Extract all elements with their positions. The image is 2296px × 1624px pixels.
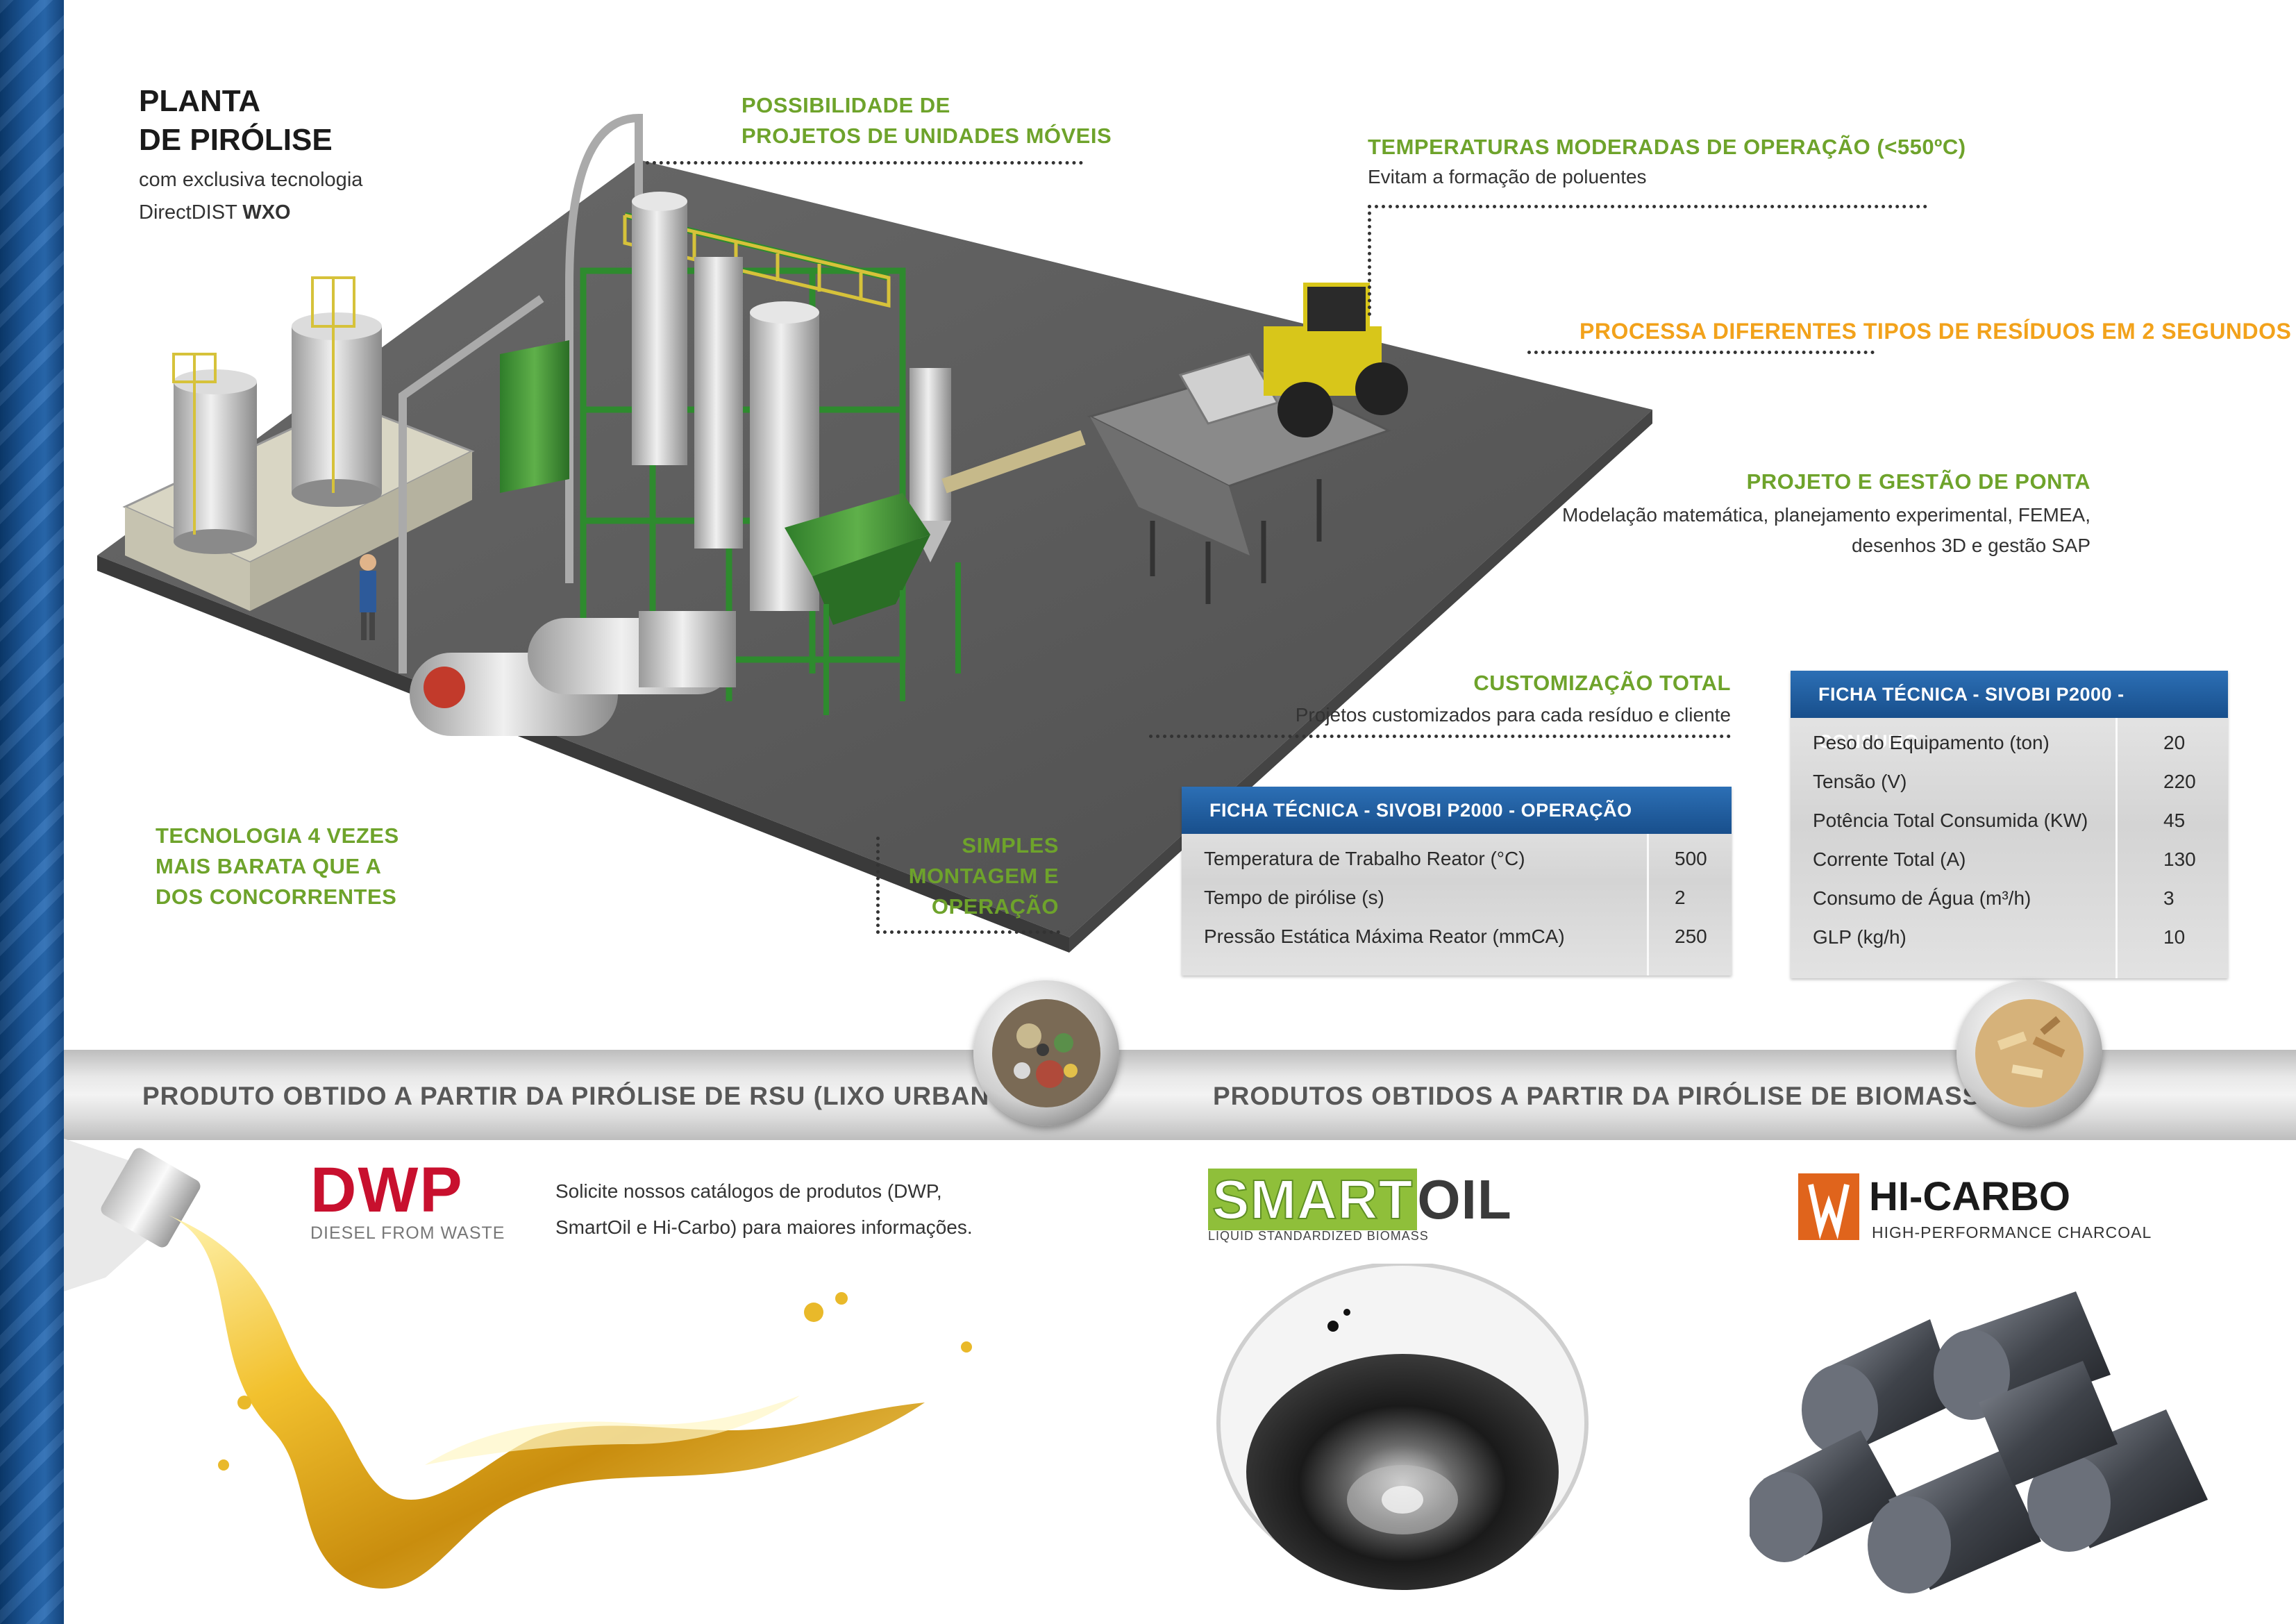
spec-table-consumption-title: FICHA TÉCNICA - SIVOBI P2000 - CONSUMO — [1791, 671, 2228, 752]
row-value: 10 — [2163, 926, 2186, 948]
leader-mobile-units — [646, 161, 1083, 165]
table-row: Consumo de Água (m³/h) 3 — [1791, 880, 2228, 919]
spec-table-consumption: FICHA TÉCNICA - SIVOBI P2000 - CONSUMO P… — [1791, 671, 2228, 978]
table-row: Corrente Total (A) 130 — [1791, 842, 2228, 880]
callout-mobile-units: POSSIBILIDADE DE PROJETOS DE UNIDADES MÓ… — [741, 90, 1112, 151]
row-label: Potência Total Consumida (KW) — [1813, 810, 2088, 831]
callout-simple-line-3: OPERAÇÃO — [931, 894, 1059, 919]
callout-temperature-sub: Evitam a formação de poluentes — [1368, 166, 1647, 187]
callout-mobile-line-2: PROJETOS DE UNIDADES MÓVEIS — [741, 124, 1112, 148]
title-line-2: DE PIRÓLISE — [139, 123, 333, 157]
subtitle-brand-bold: WXO — [242, 201, 291, 224]
row-label: GLP (kg/h) — [1813, 926, 1907, 948]
callout-project-sub-2: desenhos 3D e gestão SAP — [1851, 535, 2090, 556]
row-value: 20 — [2163, 732, 2186, 753]
row-label: Peso do Equipamento (ton) — [1813, 732, 2050, 753]
band-title-biomass: PRODUTOS OBTIDOS A PARTIR DA PIRÓLISE DE… — [1213, 1082, 2000, 1110]
catalog-note: Solicite nossos catálogos de produtos (D… — [555, 1173, 973, 1246]
band-title-rsu: PRODUTO OBTIDO A PARTIR DA PIRÓLISE DE R… — [142, 1082, 1020, 1110]
wood-chips-lens — [1956, 980, 2102, 1126]
smartoil-logo-text: SMARTOIL — [1208, 1169, 1512, 1230]
spec-table-operation-title: FICHA TÉCNICA - SIVOBI P2000 - OPERAÇÃO — [1182, 787, 1732, 834]
subtitle-line-2: DirectDIST WXO — [139, 197, 362, 228]
leader-temperature-vertical — [1368, 205, 1371, 316]
table-row: Temperatura de Trabalho Reator (°C) 500 — [1182, 841, 1732, 880]
hicarbo-mark-icon — [1798, 1173, 1859, 1240]
hicarbo-logo-text: HI-CARBO — [1869, 1174, 2070, 1219]
leader-temperature — [1368, 205, 1927, 208]
spec-table-operation: FICHA TÉCNICA - SIVOBI P2000 - OPERAÇÃO … — [1182, 787, 1732, 976]
table-row: Potência Total Consumida (KW) 45 — [1791, 803, 2228, 842]
hicarbo-tagline: HIGH-PERFORMANCE CHARCOAL — [1872, 1223, 2152, 1241]
callout-custom-title: CUSTOMIZAÇÃO TOTAL — [1473, 671, 1731, 695]
product-band — [64, 1050, 2296, 1140]
dwp-tagline: DIESEL FROM WASTE — [310, 1223, 505, 1243]
callout-simple-line-1: SIMPLES — [962, 833, 1059, 857]
callout-custom-sub: Projetos customizados para cada resíduo … — [1295, 704, 1731, 726]
row-label: Tensão (V) — [1813, 771, 1907, 792]
oil-splash-illustration — [64, 1139, 972, 1589]
urban-waste-lens — [973, 980, 1119, 1126]
leader-customization — [1149, 735, 1731, 738]
table-row: Pressão Estática Máxima Reator (mmCA) 25… — [1182, 919, 1732, 957]
callout-simple: SIMPLES MONTAGEM E OPERAÇÃO — [909, 830, 1059, 922]
callout-cost-line-3: DOS CONCORRENTES — [156, 885, 397, 909]
subtitle-brand: DirectDIST — [139, 201, 237, 224]
side-decorative-band — [0, 0, 64, 1624]
callout-waste-processing: PROCESSA DIFERENTES TIPOS DE RESÍDUOS EM… — [1579, 319, 2292, 344]
row-value: 2 — [1675, 887, 1686, 908]
row-value: 45 — [2163, 810, 2186, 831]
row-value: 500 — [1675, 848, 1707, 869]
row-label: Consumo de Água (m³/h) — [1813, 887, 2031, 909]
spec-table-consumption-divider — [2115, 718, 2118, 978]
row-label: Tempo de pirólise (s) — [1204, 887, 1384, 908]
dwp-logo: DWP DIESEL FROM WASTE — [310, 1155, 505, 1244]
callout-simple-line-2: MONTAGEM E — [908, 864, 1059, 888]
smartoil-logo-oil: OIL — [1417, 1169, 1512, 1230]
smartoil-logo: SMARTOIL LIQUID STANDARDIZED BIOMASS — [1208, 1169, 1512, 1244]
title-line-1: PLANTA — [139, 84, 261, 118]
row-label: Pressão Estática Máxima Reator (mmCA) — [1204, 926, 1565, 947]
catalog-line-1: Solicite nossos catálogos de produtos (D… — [555, 1180, 942, 1202]
leader-simple — [876, 930, 1060, 934]
spec-table-operation-divider — [1647, 834, 1649, 976]
bio-oil-beaker-illustration — [1216, 1264, 1589, 1590]
smartoil-logo-smart: SMART — [1208, 1169, 1418, 1230]
table-row: Tempo de pirólise (s) 2 — [1182, 880, 1732, 919]
callout-project-sub-1: Modelação matemática, planejamento exper… — [1561, 504, 2090, 526]
leader-simple-vertical — [876, 837, 880, 934]
row-label: Corrente Total (A) — [1813, 848, 1966, 870]
dwp-logo-text: DWP — [310, 1155, 464, 1225]
callout-cost-line-2: MAIS BARATA QUE A — [156, 854, 382, 878]
wheel-loader-illustration — [1178, 283, 1408, 437]
callout-project-title: PROJETO E GESTÃO DE PONTA — [1746, 469, 2090, 494]
row-label: Temperatura de Trabalho Reator (°C) — [1204, 848, 1525, 869]
page-title: PLANTA DE PIRÓLISE com exclusiva tecnolo… — [139, 82, 362, 228]
smartoil-tagline: LIQUID STANDARDIZED BIOMASS — [1208, 1229, 1429, 1243]
callout-temperature-title: TEMPERATURAS MODERADAS DE OPERAÇÃO (<550… — [1368, 135, 1966, 159]
subtitle-line-1: com exclusiva tecnologia — [139, 169, 363, 191]
leader-waste — [1527, 351, 1875, 354]
table-row: Peso do Equipamento (ton) 20 — [1791, 725, 2228, 764]
row-value: 220 — [2163, 771, 2196, 792]
row-value: 250 — [1675, 926, 1707, 947]
row-value: 3 — [2163, 887, 2175, 909]
charcoal-briquettes-illustration — [1750, 1291, 2208, 1593]
row-value: 130 — [2163, 848, 2196, 870]
table-row: GLP (kg/h) 10 — [1791, 919, 2228, 958]
callout-cost-line-1: TECNOLOGIA 4 VEZES — [156, 823, 399, 848]
callout-mobile-line-1: POSSIBILIDADE DE — [741, 93, 950, 117]
callout-cost: TECNOLOGIA 4 VEZES MAIS BARATA QUE A DOS… — [156, 821, 399, 912]
catalog-line-2: SmartOil e Hi-Carbo) para maiores inform… — [555, 1216, 973, 1238]
table-row: Tensão (V) 220 — [1791, 764, 2228, 803]
